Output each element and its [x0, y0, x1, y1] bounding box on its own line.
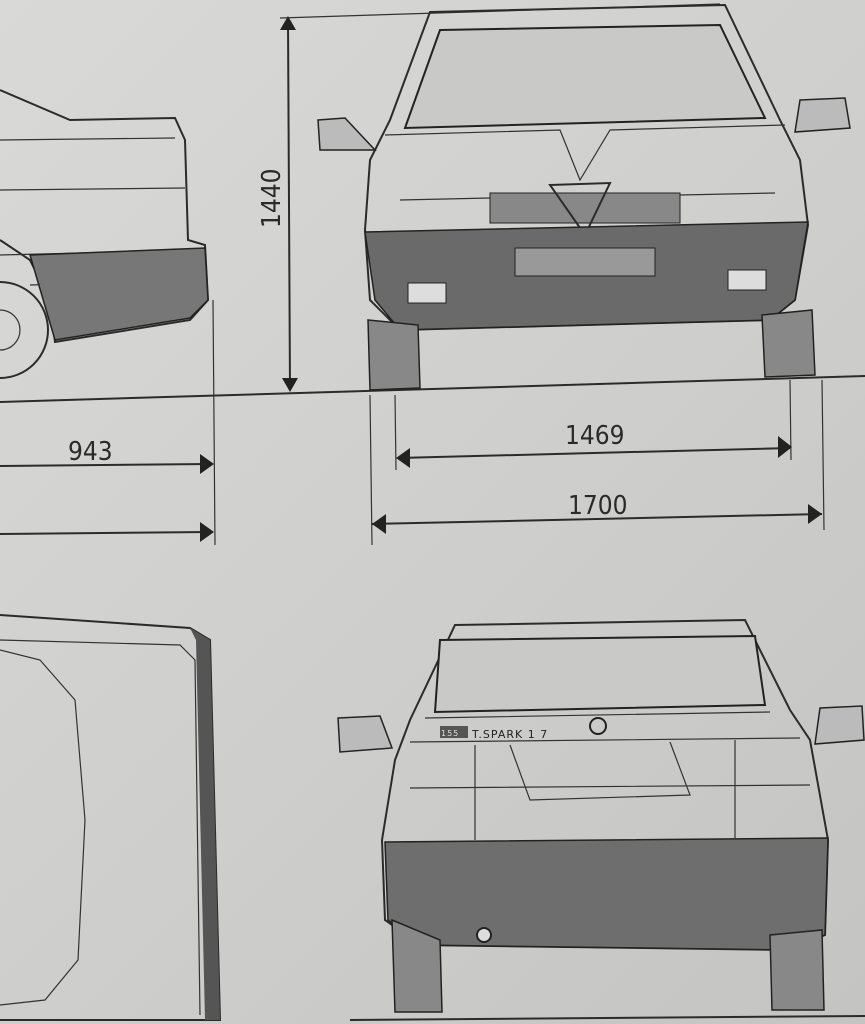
rear-overhang-label: 943 [68, 437, 113, 467]
alfa-shield-grille [548, 181, 612, 237]
width-label: 1700 [568, 491, 628, 521]
rear-bumper [384, 837, 829, 951]
dimension-lines [0, 299, 825, 546]
rear-wheel [0, 281, 49, 379]
model-badge-text: 155 [441, 729, 459, 738]
rear-tire-right [769, 929, 825, 1011]
right-mirror [794, 97, 851, 133]
track-label: 1469 [565, 421, 625, 451]
front-view [317, 3, 851, 391]
fog-light-left [407, 282, 447, 304]
ground-line [0, 375, 865, 403]
model-badge [440, 726, 468, 738]
alfa-logo-rear [589, 717, 607, 735]
top-view [0, 614, 222, 1021]
side-view-rear [0, 89, 210, 379]
front-tire-left [367, 319, 421, 391]
rear-view [337, 618, 865, 1013]
height-label: 1440 [257, 168, 287, 228]
left-mirror [317, 117, 377, 151]
rear-tire-left [391, 918, 443, 1013]
windshield [403, 23, 767, 130]
trim-badge-text: T.SPARK 1 7 [471, 728, 548, 741]
license-plate [514, 247, 656, 277]
exhaust-pipe [476, 927, 492, 943]
rear-right-mirror [814, 705, 865, 745]
front-tire-right [761, 309, 816, 378]
grille [489, 192, 681, 224]
fog-light-right [727, 269, 767, 291]
rear-left-mirror [337, 715, 394, 753]
rear-window [433, 634, 767, 714]
ground-line-lower [349, 1015, 865, 1021]
